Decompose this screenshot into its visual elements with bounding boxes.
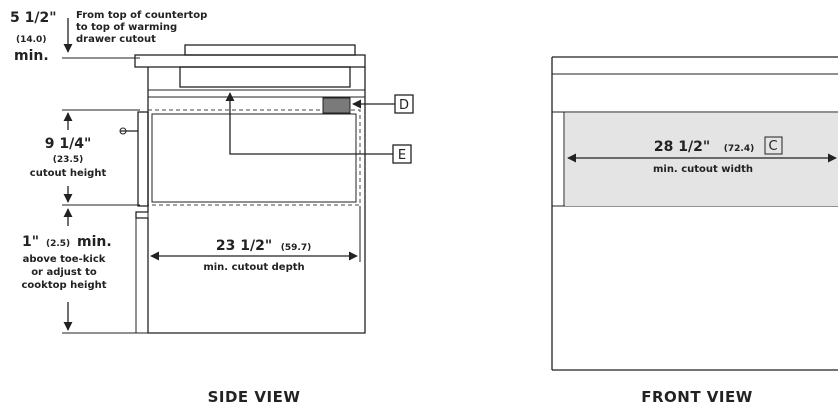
depth-dim-metric: (59.7) xyxy=(281,243,311,253)
side-view: D E 5 1/2" (14.0) min. From top of count… xyxy=(10,10,414,406)
height-dim-metric: (23.5) xyxy=(53,155,83,165)
height-dim-value: 9 1/4" xyxy=(45,136,92,152)
top-dim-note-1: From top of countertop xyxy=(76,10,207,21)
warming-drawer-cutout-outline xyxy=(147,109,361,206)
countertop xyxy=(134,54,366,68)
bottom-dim-metric: (2.5) xyxy=(46,239,70,249)
top-dim-note-2: to top of warming xyxy=(76,22,177,33)
bottom-dim-line-3: cooktop height xyxy=(22,280,107,291)
drawer-handle-knob xyxy=(119,127,127,135)
callout-d-box xyxy=(394,94,414,114)
top-dim-value: 5 1/2" xyxy=(10,10,57,26)
callout-e-label: E xyxy=(398,148,406,163)
callout-c-label: C xyxy=(768,139,777,154)
width-dim-label: min. cutout width xyxy=(653,164,753,175)
front-view-caption: FRONT VIEW xyxy=(641,388,753,406)
bottom-dim-suffix: min. xyxy=(77,234,112,250)
side-view-caption: SIDE VIEW xyxy=(208,388,301,406)
top-dim-metric: (14.0) xyxy=(16,35,46,45)
depth-dim-value: 23 1/2" xyxy=(216,238,272,254)
bottom-dim-value: 1" xyxy=(22,234,39,250)
depth-dim-label: min. cutout depth xyxy=(203,262,304,273)
top-dim-suffix: min. xyxy=(14,48,49,64)
width-dim-metric: (72.4) xyxy=(724,144,754,154)
callout-d-label: D xyxy=(399,98,409,113)
bottom-dim-line-2: or adjust to xyxy=(31,267,97,278)
bottom-dim-line-1: above toe-kick xyxy=(23,254,106,265)
front-cutout-area xyxy=(565,113,838,206)
cooktop-body xyxy=(179,66,351,88)
front-view: 28 1/2" (72.4) C min. cutout width FRONT… xyxy=(551,56,838,406)
warming-drawer-front xyxy=(137,111,149,207)
top-dim-note-3: drawer cutout xyxy=(76,34,156,45)
width-dim-value: 28 1/2" xyxy=(654,139,710,155)
cabinet-outline xyxy=(135,67,366,334)
callout-c-box xyxy=(764,136,783,155)
warming-drawer-body xyxy=(151,113,357,203)
component-d xyxy=(322,97,351,114)
cooktop-top-plate xyxy=(184,44,356,56)
callout-e-leader xyxy=(225,92,393,155)
callout-e-box xyxy=(392,144,412,164)
height-dim-label: cutout height xyxy=(30,168,107,179)
